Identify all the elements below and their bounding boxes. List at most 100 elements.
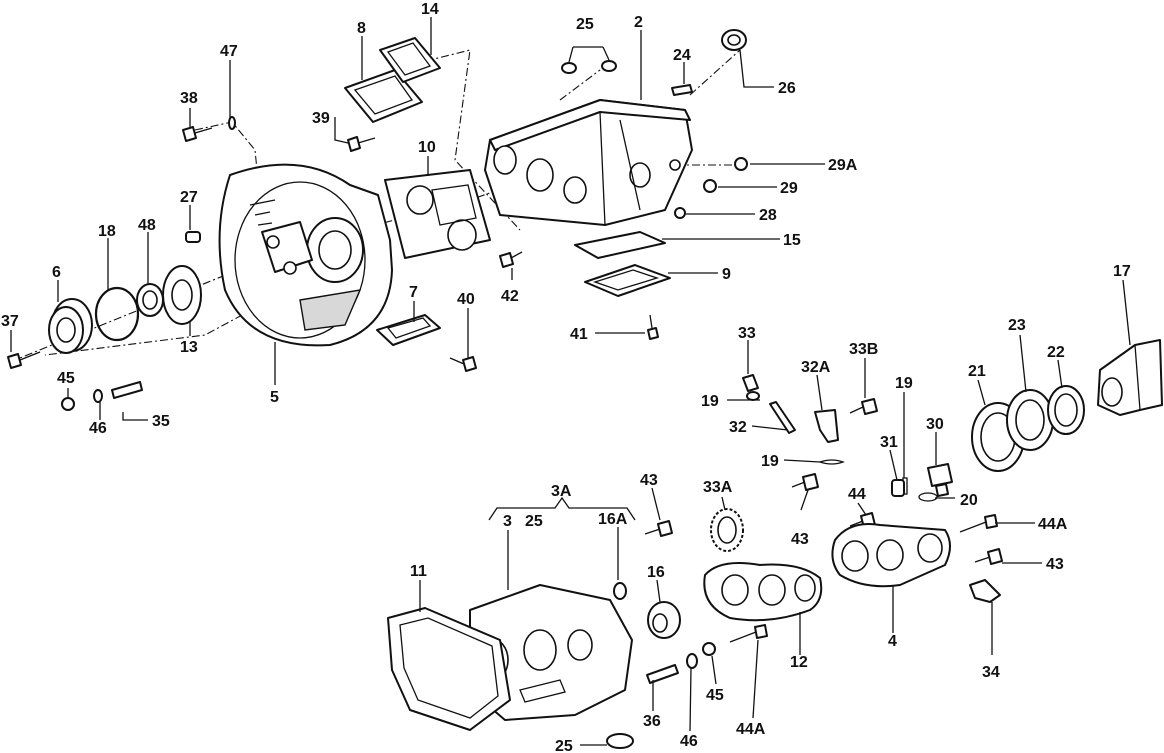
label-47: 47 [220,43,238,60]
label-16A: 16A [598,511,628,528]
gasket-12 [703,562,823,622]
yoke-17 [1097,339,1163,416]
seal-16A [613,582,627,600]
label-25-middle: 25 [525,513,543,530]
washer-47 [228,116,236,130]
gasket-15 [574,231,666,259]
label-23: 23 [1008,317,1026,334]
gasket-11 [387,607,511,731]
part-labels: 2 25 24 26 29A 29 28 15 9 41 42 40 7 10 … [1,1,1131,753]
bolt-42 [499,251,523,268]
gasket-13 [162,265,202,325]
plug-25-b [601,60,617,72]
plug-29A [734,157,748,171]
label-33A: 33A [703,479,733,496]
bolt-41 [647,314,659,340]
label-20: 20 [960,492,978,509]
label-41: 41 [570,326,588,343]
label-13: 13 [180,339,198,356]
o-ring-18 [94,286,140,342]
label-35: 35 [152,413,170,430]
seal-48 [136,283,164,317]
label-24: 24 [673,47,691,64]
label-33: 33 [738,325,756,342]
label-26: 26 [778,80,796,97]
gasket-10 [384,169,491,259]
label-29: 29 [780,180,798,197]
label-30: 30 [926,416,944,433]
label-39: 39 [312,110,330,127]
label-6: 6 [52,264,61,281]
sensor-32A [814,409,839,443]
sensor-33 [742,374,760,401]
seal-16 [647,601,681,639]
plug-25-bottom [606,733,634,749]
label-21: 21 [968,363,986,380]
label-18: 18 [98,223,116,240]
label-19-b: 19 [895,375,913,392]
label-32A: 32A [801,359,831,376]
label-5: 5 [270,389,279,406]
bolt-39 [347,136,376,152]
label-45-bottom: 45 [706,687,724,704]
label-15: 15 [783,232,801,249]
nut-45-left [61,397,75,411]
label-31: 31 [880,434,898,451]
label-9: 9 [722,266,731,283]
label-16: 16 [647,564,665,581]
seal-20 [918,492,938,502]
label-10: 10 [418,139,436,156]
label-38: 38 [180,90,198,107]
bolt-43-b [791,473,819,491]
label-44: 44 [848,486,866,503]
bearing-retainer-6 [48,298,93,354]
label-25-top: 25 [576,16,594,33]
bolt-44A-right [959,514,998,533]
plug-31 [891,479,905,497]
label-45-left: 45 [57,370,75,387]
label-37: 37 [1,313,19,330]
transmission-case-2 [484,99,693,226]
ring-23 [1006,389,1054,451]
label-8: 8 [357,20,366,37]
bolt-43-a [644,520,673,537]
label-32: 32 [729,419,747,436]
label-33B: 33B [849,341,878,358]
label-27: 27 [180,189,198,206]
bolt-44A-bottom [729,624,768,643]
nut-45-bottom [702,642,716,656]
label-25-bottom: 25 [555,738,573,753]
bolt-43-c [974,548,1003,565]
label-7: 7 [409,284,418,301]
cover-8 [344,69,423,123]
washer-46-left [93,389,103,403]
label-46-bottom: 46 [680,733,698,750]
bracket-34 [969,579,1001,603]
clip-19-c [817,459,845,465]
label-43-middle: 43 [791,531,809,548]
label-3A: 3A [551,483,572,500]
label-34: 34 [982,664,1000,681]
label-14: 14 [421,1,439,18]
label-46-left: 46 [89,420,107,437]
label-42: 42 [501,288,519,305]
label-48: 48 [138,217,156,234]
plug-25-a [561,62,577,74]
label-4: 4 [888,633,897,650]
bell-housing-5 [218,163,393,347]
label-12: 12 [790,654,808,671]
label-44A-right: 44A [1038,516,1068,533]
gear-33A [710,508,744,552]
cover-7 [376,314,441,346]
label-44A-bottom: 44A [736,721,766,738]
stud-35 [111,381,143,399]
label-2: 2 [634,14,643,31]
label-22: 22 [1047,344,1065,361]
cover-9 [584,264,671,297]
ring-26 [721,29,747,51]
label-43-right: 43 [1046,556,1064,573]
label-17: 17 [1113,263,1131,280]
label-29A: 29A [828,157,858,174]
gasket-14 [379,37,441,83]
bolt-37 [7,351,41,369]
